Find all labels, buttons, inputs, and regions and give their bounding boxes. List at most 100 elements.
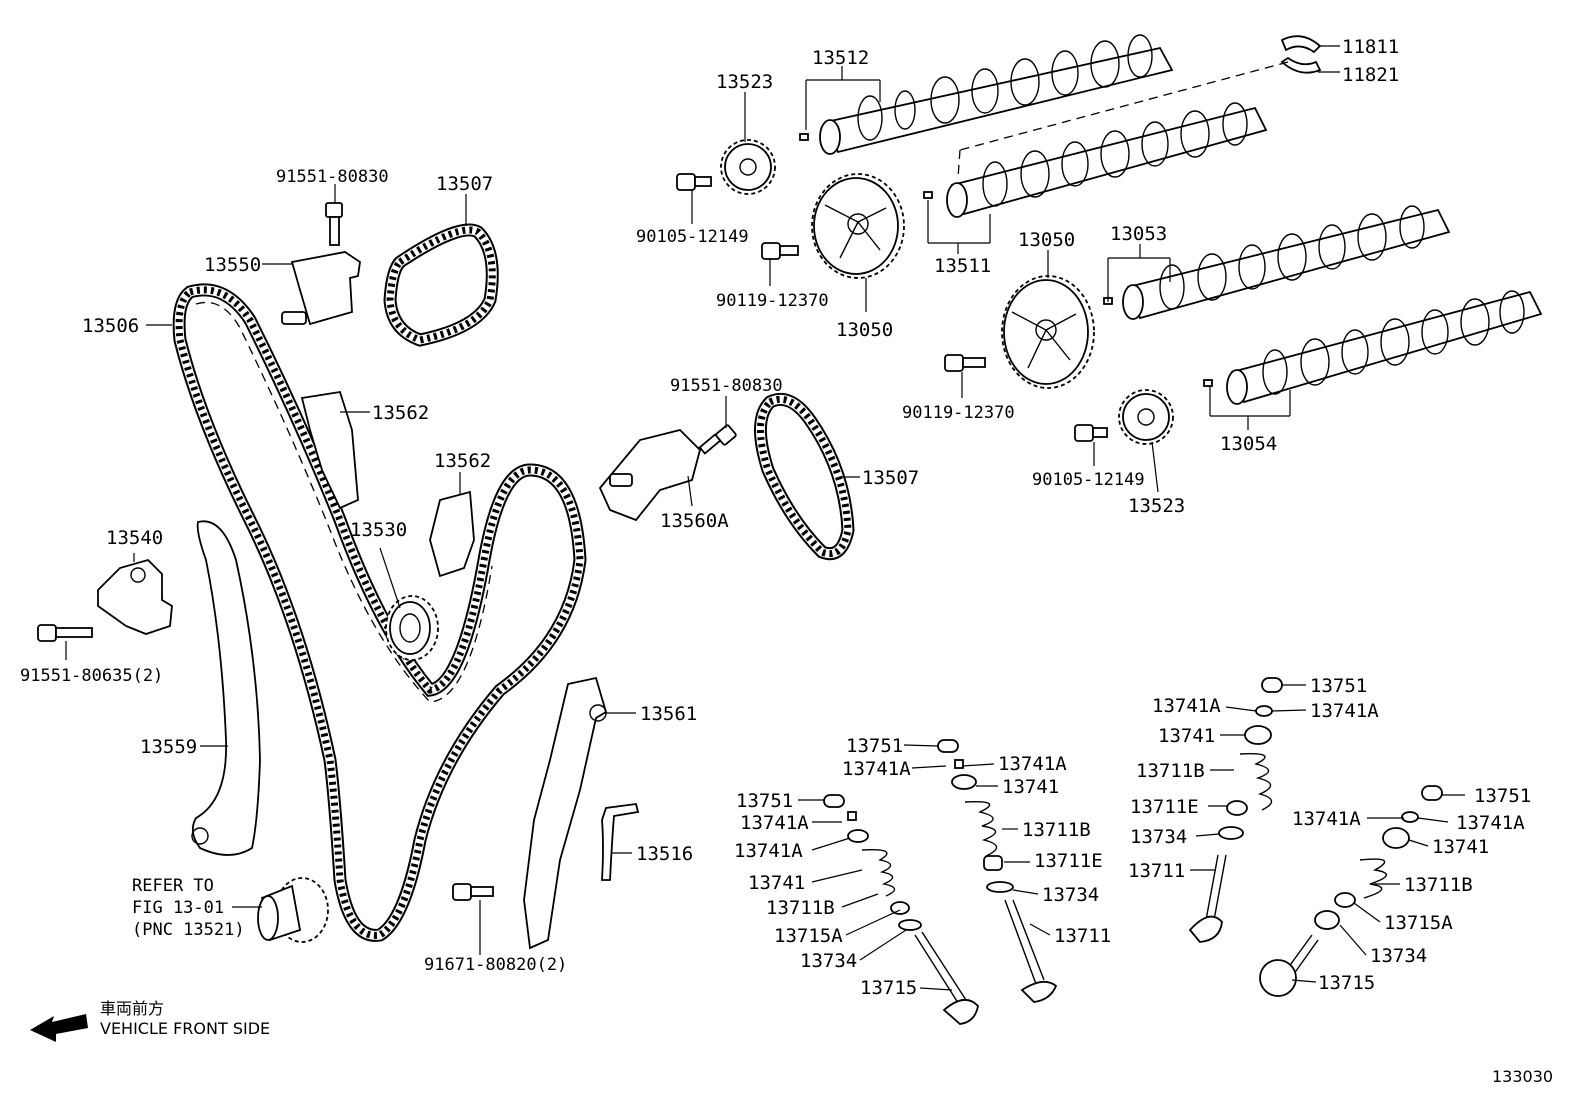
label-13516[interactable]: 13516 xyxy=(636,843,693,865)
chain-13507-bottom[interactable] xyxy=(753,392,855,561)
label-13741A-middle-1[interactable]: 13741A xyxy=(842,758,911,780)
label-13562-lower[interactable]: 13562 xyxy=(434,450,491,472)
bolt-90119-12370-bottom[interactable] xyxy=(944,354,986,372)
label-13741-far-right[interactable]: 13741 xyxy=(1432,836,1489,858)
label-13511[interactable]: 13511 xyxy=(934,255,991,277)
label-13741A-far-right-1[interactable]: 13741A xyxy=(1292,808,1361,830)
label-13523-top[interactable]: 13523 xyxy=(716,71,773,93)
guide-13561[interactable] xyxy=(523,676,608,950)
camshaft-13053[interactable] xyxy=(1103,205,1451,320)
label-13559[interactable]: 13559 xyxy=(140,736,197,758)
bolt-91551-80830-top[interactable] xyxy=(325,202,343,246)
label-91551-80830-mid[interactable]: 91551-80830 xyxy=(670,376,783,396)
label-13751-middle[interactable]: 13751 xyxy=(846,735,903,757)
tensioner-13550[interactable] xyxy=(281,251,361,326)
chain-13507-top[interactable] xyxy=(383,223,499,347)
label-13751-far-right[interactable]: 13751 xyxy=(1474,785,1531,807)
label-13715-left[interactable]: 13715 xyxy=(860,977,917,999)
label-13741A-far-right-2[interactable]: 13741A xyxy=(1456,812,1525,834)
bolt-90119-12370-top[interactable] xyxy=(761,242,799,260)
guide-13562-lower[interactable] xyxy=(429,490,475,578)
sprocket-13523-bottom[interactable] xyxy=(1118,389,1174,445)
label-90119-12370-bottom[interactable]: 90119-12370 xyxy=(902,403,1015,423)
label-13711B-right[interactable]: 13711B xyxy=(1136,760,1205,782)
label-13741-right[interactable]: 13741 xyxy=(1158,725,1215,747)
bolt-91671-80820[interactable] xyxy=(452,883,494,901)
label-13715-far-right[interactable]: 13715 xyxy=(1318,972,1375,994)
label-91551-80830-top[interactable]: 91551-80830 xyxy=(276,167,389,187)
guide-13559[interactable] xyxy=(191,520,261,856)
label-13550[interactable]: 13550 xyxy=(204,254,261,276)
label-13711B-middle[interactable]: 13711B xyxy=(1022,819,1091,841)
label-13711B-left[interactable]: 13711B xyxy=(766,897,835,919)
sprocket-13530[interactable] xyxy=(385,595,439,661)
label-13734-right[interactable]: 13734 xyxy=(1130,826,1187,848)
label-13741A-right-2[interactable]: 13741A xyxy=(1310,700,1379,722)
label-13711E-right[interactable]: 13711E xyxy=(1130,796,1199,818)
label-13507-top[interactable]: 13507 xyxy=(436,173,493,195)
label-13523-bottom[interactable]: 13523 xyxy=(1128,495,1185,517)
bolt-90105-12149-bottom[interactable] xyxy=(1074,424,1108,442)
valve-set-middle[interactable] xyxy=(937,739,1058,1003)
label-13562-upper[interactable]: 13562 xyxy=(372,402,429,424)
sprocket-13523-top[interactable] xyxy=(720,139,776,195)
label-91671-80820[interactable]: 91671-80820(2) xyxy=(424,955,567,975)
figure-number: 133030 xyxy=(1492,1067,1553,1086)
valve-set-far-right[interactable] xyxy=(1259,785,1443,997)
camshaft-13512[interactable] xyxy=(799,34,1174,155)
label-13741A-right-1[interactable]: 13741A xyxy=(1152,695,1221,717)
guide-13562-upper[interactable] xyxy=(300,390,359,510)
label-13512[interactable]: 13512 xyxy=(812,47,869,69)
valve-set-left[interactable] xyxy=(823,794,979,1025)
chain-13506[interactable] xyxy=(172,283,587,942)
label-13711B-far-right[interactable]: 13711B xyxy=(1404,874,1473,896)
oil-nozzle-13516[interactable] xyxy=(601,803,640,881)
label-11821[interactable]: 11821 xyxy=(1342,64,1399,86)
label-13741A-middle-2[interactable]: 13741A xyxy=(998,753,1067,775)
label-13734-middle[interactable]: 13734 xyxy=(1042,884,1099,906)
bolt-90105-12149-top[interactable] xyxy=(676,173,712,191)
label-90105-12149-bottom[interactable]: 90105-12149 xyxy=(1032,470,1145,490)
label-90105-12149-top[interactable]: 90105-12149 xyxy=(636,227,749,247)
label-13741A-left-1[interactable]: 13741A xyxy=(740,812,809,834)
label-13711E-middle[interactable]: 13711E xyxy=(1034,850,1103,872)
label-13053[interactable]: 13053 xyxy=(1110,223,1167,245)
label-13734-left[interactable]: 13734 xyxy=(800,950,857,972)
bearing-11811-11821[interactable] xyxy=(1280,35,1322,74)
label-13741-middle[interactable]: 13741 xyxy=(1002,776,1059,798)
vvt-gear-13050-bottom[interactable] xyxy=(1001,275,1095,389)
label-13715A-left[interactable]: 13715A xyxy=(774,925,843,947)
label-13711-middle[interactable]: 13711 xyxy=(1054,925,1111,947)
tensioner-13540[interactable] xyxy=(97,558,173,635)
crank-sprocket-13521[interactable] xyxy=(257,877,329,943)
label-13506[interactable]: 13506 xyxy=(82,315,139,337)
label-13054[interactable]: 13054 xyxy=(1220,433,1277,455)
label-13530[interactable]: 13530 xyxy=(350,519,407,541)
svg-text:(PNC 13521): (PNC 13521) xyxy=(132,920,245,940)
label-13560A[interactable]: 13560A xyxy=(660,510,729,532)
tensioner-13560A[interactable] xyxy=(598,429,702,522)
bolt-91551-80830-mid[interactable] xyxy=(698,424,737,455)
label-13741-left[interactable]: 13741 xyxy=(748,872,805,894)
label-13751-left[interactable]: 13751 xyxy=(736,790,793,812)
label-13734-far-right[interactable]: 13734 xyxy=(1370,945,1427,967)
camshaft-13054[interactable] xyxy=(1203,290,1543,405)
label-13741A-left-2[interactable]: 13741A xyxy=(734,840,803,862)
label-13507-bottom[interactable]: 13507 xyxy=(862,467,919,489)
label-13711-right[interactable]: 13711 xyxy=(1128,860,1185,882)
valve-set-right[interactable] xyxy=(1188,677,1283,943)
label-90119-12370-top[interactable]: 90119-12370 xyxy=(716,291,829,311)
bolt-91551-80635[interactable] xyxy=(37,624,93,642)
label-11811[interactable]: 11811 xyxy=(1342,36,1399,58)
label-13540[interactable]: 13540 xyxy=(106,527,163,549)
label-13050-top[interactable]: 13050 xyxy=(836,319,893,341)
label-13561[interactable]: 13561 xyxy=(640,703,697,725)
label-91551-80635[interactable]: 91551-80635(2) xyxy=(20,666,163,686)
vvt-gear-13050-top[interactable] xyxy=(811,173,905,279)
label-13751-right[interactable]: 13751 xyxy=(1310,675,1367,697)
refer-note: REFER TO FIG 13-01 (PNC 13521) xyxy=(132,876,245,940)
label-13050-bottom[interactable]: 13050 xyxy=(1018,229,1075,251)
camshaft-13511[interactable] xyxy=(923,102,1268,218)
label-13715A-far-right[interactable]: 13715A xyxy=(1384,912,1453,934)
